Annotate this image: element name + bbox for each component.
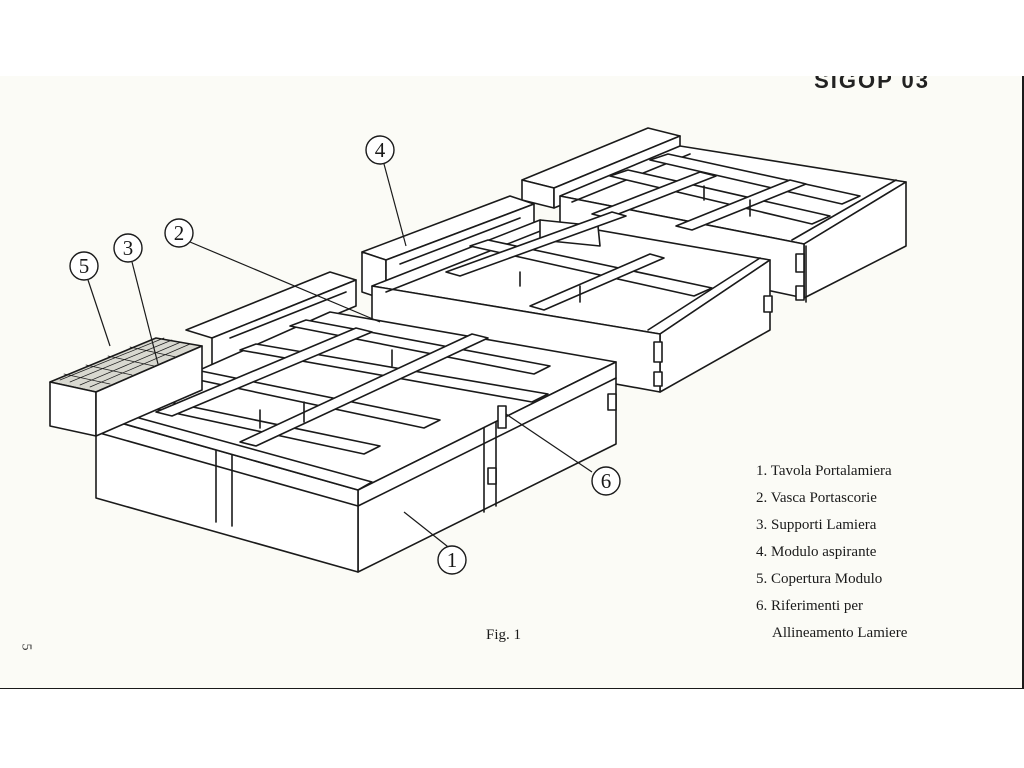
svg-text:3: 3: [123, 236, 134, 260]
legend-item-6: 6. Riferimenti per: [756, 598, 864, 614]
svg-text:1: 1: [447, 548, 458, 572]
figure-caption: Fig. 1: [486, 627, 522, 643]
svg-text:4: 4: [375, 138, 386, 162]
legend-item-4: 4. Modulo aspirante: [756, 544, 877, 560]
svg-text:2: 2: [174, 221, 185, 245]
svg-text:6: 6: [601, 469, 612, 493]
parts-legend: 1. Tavola Portalamiera 2. Vasca Portasco…: [756, 458, 907, 647]
legend-item-6-continuation: Allineamento Lamiere: [772, 625, 908, 641]
callout-2: 2: [164, 218, 194, 248]
callout-1: 1: [437, 545, 467, 575]
manual-page: SIGOP 03: [0, 76, 1024, 689]
exploded-table-drawing: 1 2 3 4 5 6: [49, 127, 907, 575]
legend-item-1: 1. Tavola Portalamiera: [756, 463, 892, 479]
page-number: 5: [18, 643, 34, 651]
legend-item-3: 3. Supporti Lamiera: [756, 517, 877, 533]
callout-3: 3: [113, 233, 143, 263]
brand-header-fragment: SIGOP 03: [814, 76, 930, 93]
module-cover-grating: [49, 337, 203, 437]
callout-6: 6: [591, 466, 621, 496]
callout-leaders: [87, 163, 593, 551]
callout-5: 5: [69, 251, 99, 281]
svg-text:5: 5: [79, 254, 90, 278]
table-module-front: [95, 271, 617, 573]
callout-4: 4: [365, 135, 395, 165]
legend-item-5: 5. Copertura Modulo: [756, 571, 883, 587]
legend-item-2: 2. Vasca Portascorie: [756, 490, 877, 506]
